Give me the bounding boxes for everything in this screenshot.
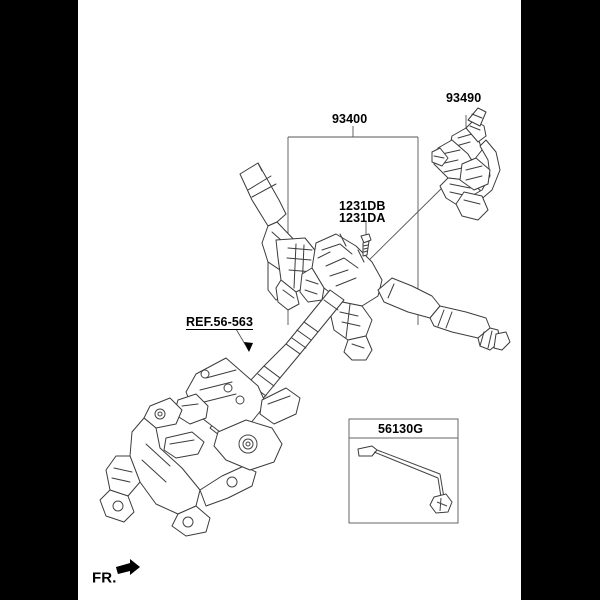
label-1231DB: 1231DB [339, 199, 386, 213]
part-wiper-lever [377, 277, 511, 351]
label-93400: 93400 [332, 112, 368, 126]
label-inset-56130G: 56130G [378, 422, 424, 436]
front-direction-arrow-icon [116, 559, 140, 575]
part-steering-column-housing [99, 357, 301, 537]
part-switch-housing [299, 233, 383, 361]
label-93490: 93490 [446, 91, 482, 105]
part-tilt-lever-rod [357, 445, 453, 514]
label-1231DA: 1231DA [339, 211, 386, 225]
part-clock-spring [431, 107, 501, 221]
inset-box-56130G [348, 418, 459, 524]
label-ref-56-563: REF.56-563 [186, 315, 254, 330]
part-screw [360, 233, 372, 257]
label-front-marker: FR. [92, 569, 117, 587]
callout-arrow-ref [235, 328, 253, 352]
